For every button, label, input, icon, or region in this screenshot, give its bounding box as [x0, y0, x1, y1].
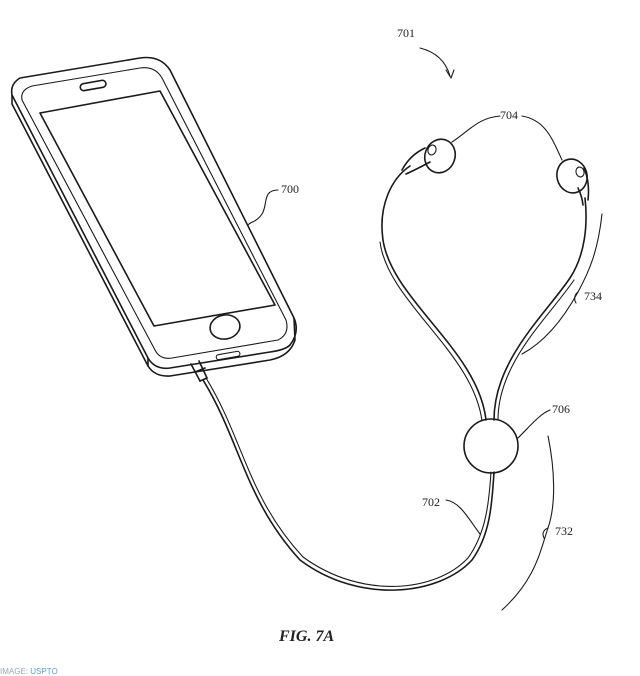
- label-704: 704: [500, 108, 518, 122]
- inline-control: [463, 418, 519, 474]
- earbud-wires: [379, 165, 587, 422]
- left-earbud: [401, 138, 457, 175]
- label-702: 702: [422, 495, 440, 509]
- headphone-cable: [202, 377, 495, 591]
- image-credit: IMAGE: USPTO: [0, 668, 58, 676]
- label-734: 734: [584, 289, 602, 303]
- image-credit-link[interactable]: USPTO: [30, 667, 58, 676]
- figure-caption: FIG. 7A: [278, 628, 334, 645]
- reference-leaders: [247, 47, 603, 611]
- label-701: 701: [397, 26, 415, 40]
- label-706: 706: [552, 402, 570, 416]
- label-732: 732: [555, 524, 573, 538]
- smartphone-drawing: [10, 56, 298, 377]
- label-700: 700: [281, 182, 299, 196]
- image-credit-prefix: IMAGE:: [0, 667, 29, 676]
- right-earbud: [556, 158, 590, 206]
